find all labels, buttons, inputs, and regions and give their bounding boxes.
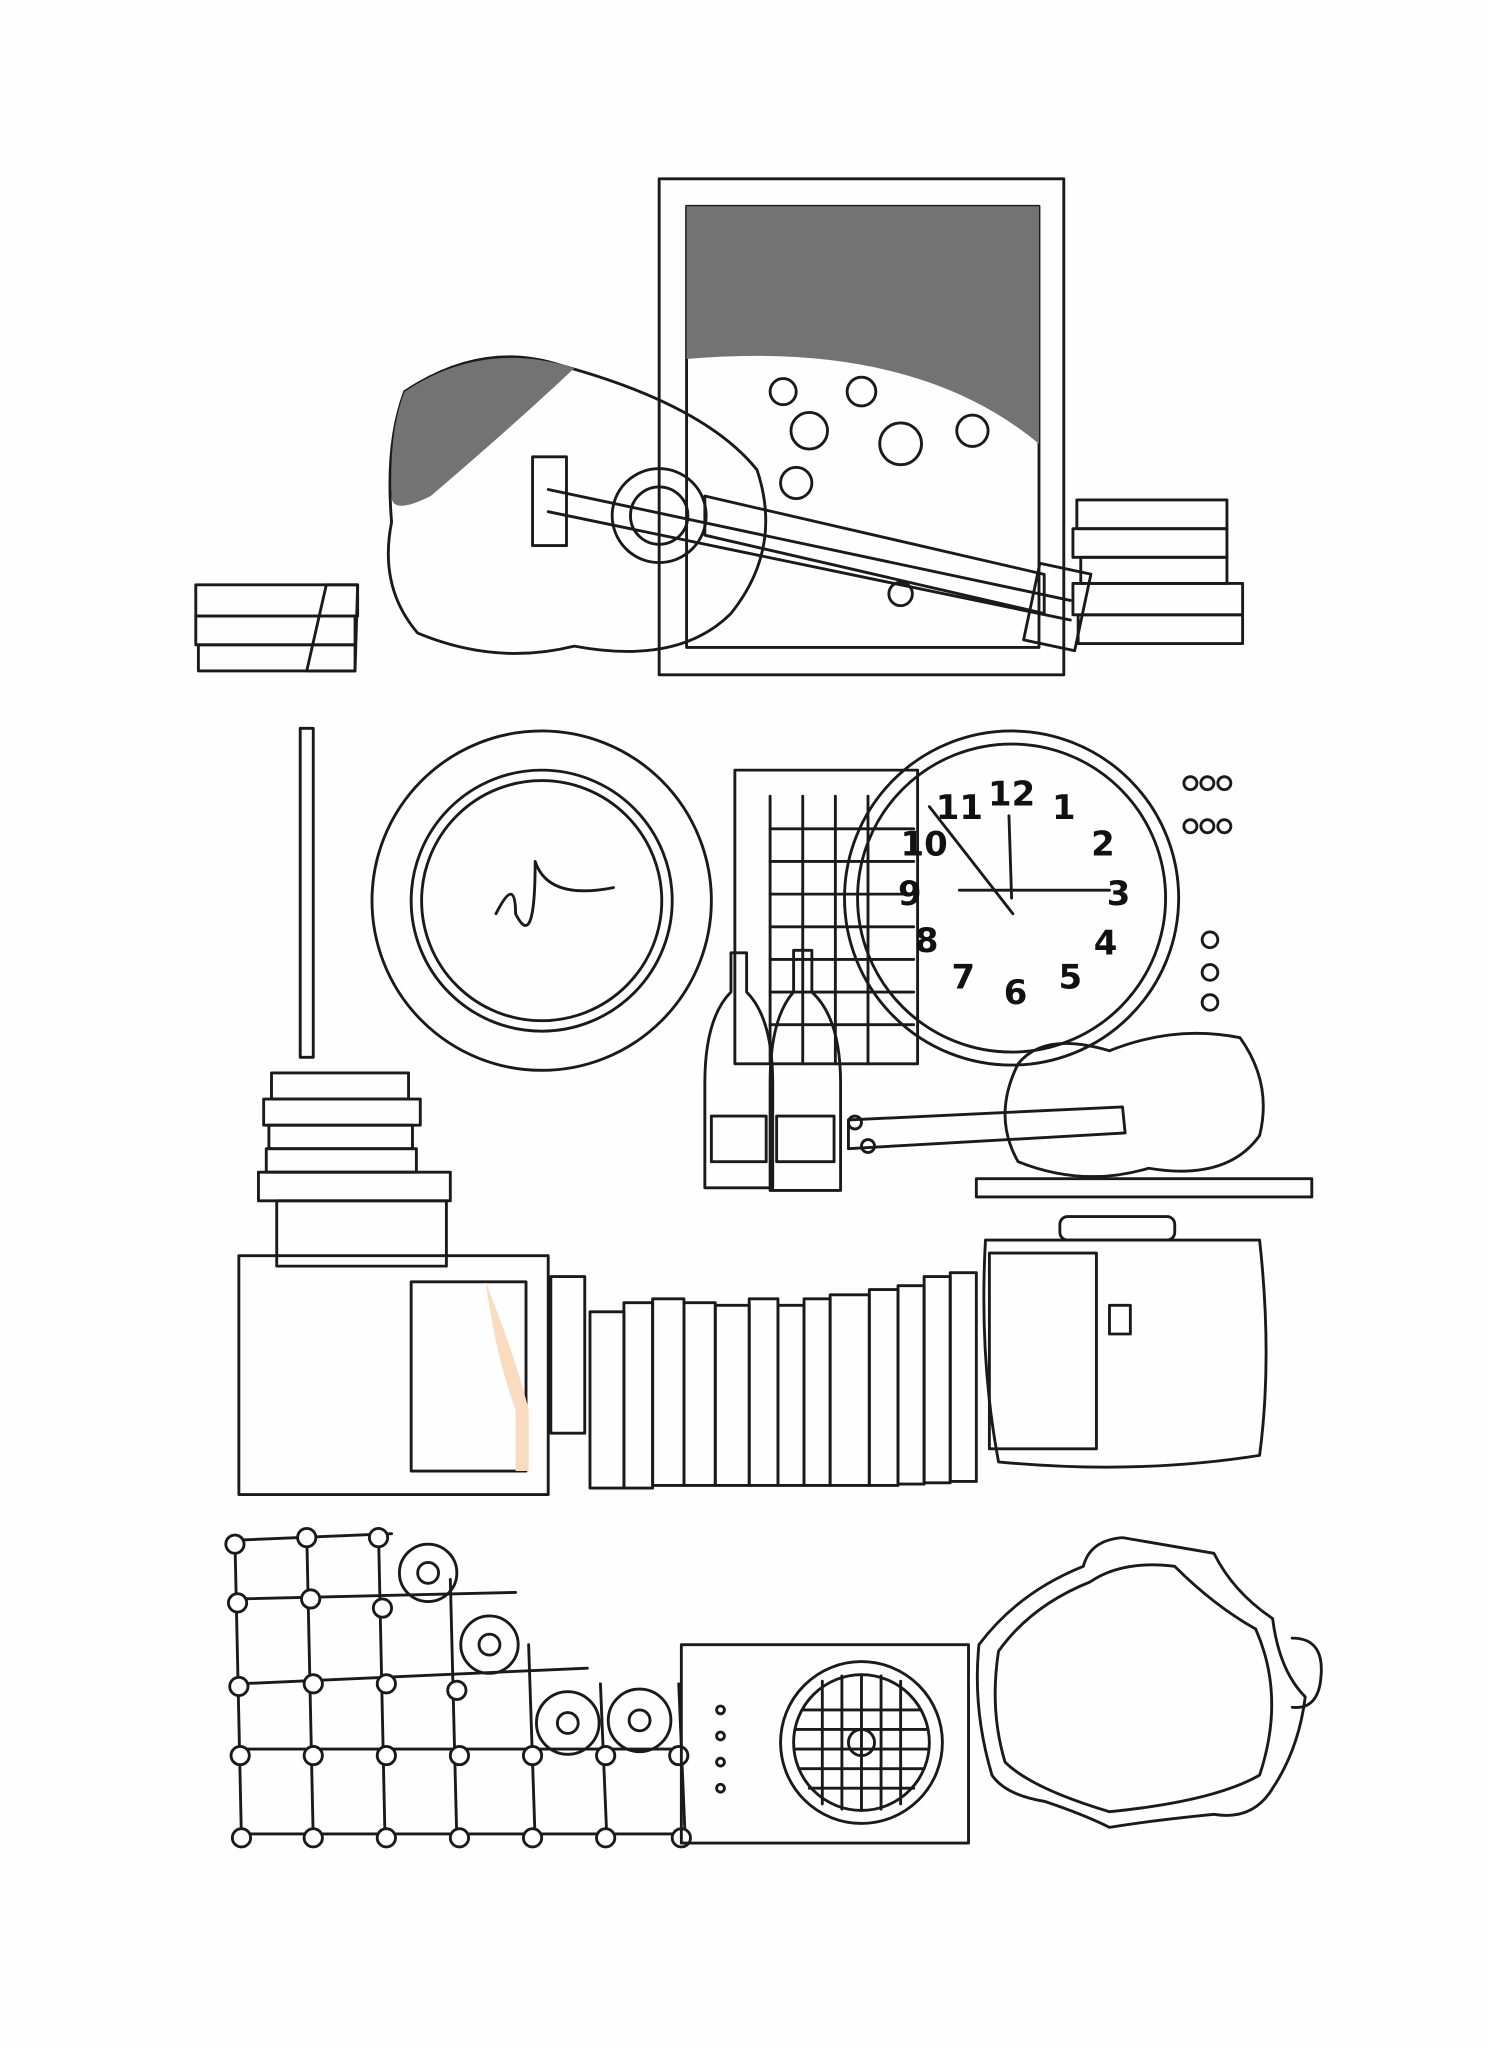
wine-rack xyxy=(224,1527,692,1849)
clock-minute-hand xyxy=(1007,814,1014,900)
wall-shelf xyxy=(974,1177,1314,1199)
clock-numeral-11: 11 xyxy=(936,789,983,828)
speaker xyxy=(679,1643,970,1845)
clock-numeral-6: 6 xyxy=(1004,974,1028,1013)
clock-numeral-10: 10 xyxy=(901,825,948,864)
wall-knobs xyxy=(1182,775,1233,1012)
violin xyxy=(846,1031,1265,1179)
clock-numeral-1: 1 xyxy=(1052,789,1076,828)
book-row xyxy=(549,1271,978,1490)
leather-bag xyxy=(982,1215,1268,1469)
ornate-mirror xyxy=(975,1536,1323,1829)
wall-clock: 12 1 2 3 4 5 6 7 8 9 10 11 xyxy=(843,729,1181,1067)
cabinet xyxy=(237,1254,550,1496)
small-book-stack xyxy=(194,583,360,673)
clock-numeral-3: 3 xyxy=(1107,875,1131,914)
clock-numeral-5: 5 xyxy=(1059,958,1083,997)
clock-second-hand xyxy=(927,805,1015,916)
round-mirror xyxy=(370,729,713,1072)
clock-numeral-9: 9 xyxy=(898,875,922,914)
acoustic-guitar xyxy=(386,355,1093,655)
book-stack-right xyxy=(1071,498,1245,645)
wine-bottles xyxy=(397,1542,673,1756)
champagne-bottles xyxy=(703,948,843,1192)
clock-numeral-8: 8 xyxy=(915,922,939,961)
clock-numeral-4: 4 xyxy=(1094,925,1118,964)
clock-numeral-2: 2 xyxy=(1091,825,1115,864)
wooden-pole xyxy=(298,726,315,1059)
book-stack-left xyxy=(257,1071,452,1268)
grid-window xyxy=(733,768,920,1066)
clock-numeral-12: 12 xyxy=(988,776,1035,815)
picture-frame xyxy=(657,177,1066,677)
clock-numeral-7: 7 xyxy=(951,958,975,997)
